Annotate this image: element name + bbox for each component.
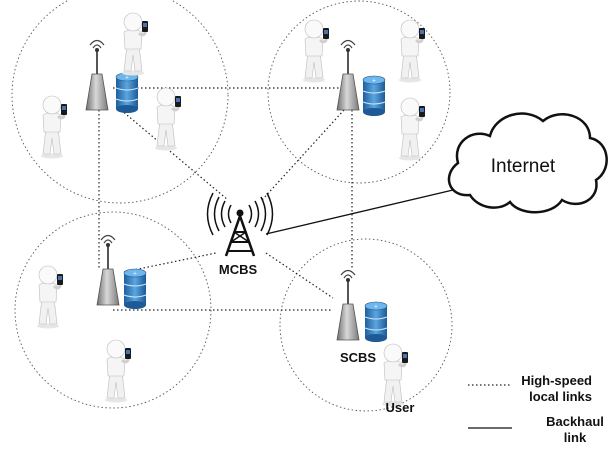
user-phone-icon <box>35 264 65 330</box>
user-phone-icon <box>153 86 183 152</box>
legend-backhaul-line2: link <box>564 430 587 445</box>
mcbs-label: MCBS <box>219 262 258 277</box>
local-links <box>98 87 353 311</box>
base-station-icon <box>96 234 120 306</box>
user-phone-icon <box>301 18 331 84</box>
base-station-icon <box>336 39 360 111</box>
user-phone-icon <box>380 342 410 408</box>
legend-local-links-line2: local links <box>529 389 592 404</box>
database-icon <box>115 72 139 114</box>
legend-local-links-line1: High-speed <box>521 373 592 388</box>
database-icon <box>362 75 386 117</box>
user-phone-icon <box>397 18 427 84</box>
backhaul-link <box>265 185 471 235</box>
coverage-area-bottom-right <box>279 238 453 412</box>
internet-label: Internet <box>491 156 556 177</box>
scbs-label: SCBS <box>340 350 376 365</box>
coverage-area-top-left <box>11 0 229 204</box>
cloud-icon <box>447 112 608 214</box>
legend-backhaul-line1: Backhaul <box>546 414 604 429</box>
antenna-tower-icon <box>206 192 274 257</box>
user-label: User <box>386 400 415 415</box>
base-station-icon <box>336 269 360 341</box>
user-phone-icon <box>39 94 69 160</box>
database-icon <box>123 268 147 310</box>
coverage-area-bottom-left <box>14 211 212 409</box>
user-phone-icon <box>397 96 427 162</box>
base-station-icon <box>85 39 109 111</box>
user-phone-icon <box>120 11 150 77</box>
database-icon <box>364 301 388 343</box>
user-phone-icon <box>103 338 133 404</box>
legend: High-speed local links Backhaul link <box>468 373 604 445</box>
coverage-area-top-right <box>267 0 451 184</box>
